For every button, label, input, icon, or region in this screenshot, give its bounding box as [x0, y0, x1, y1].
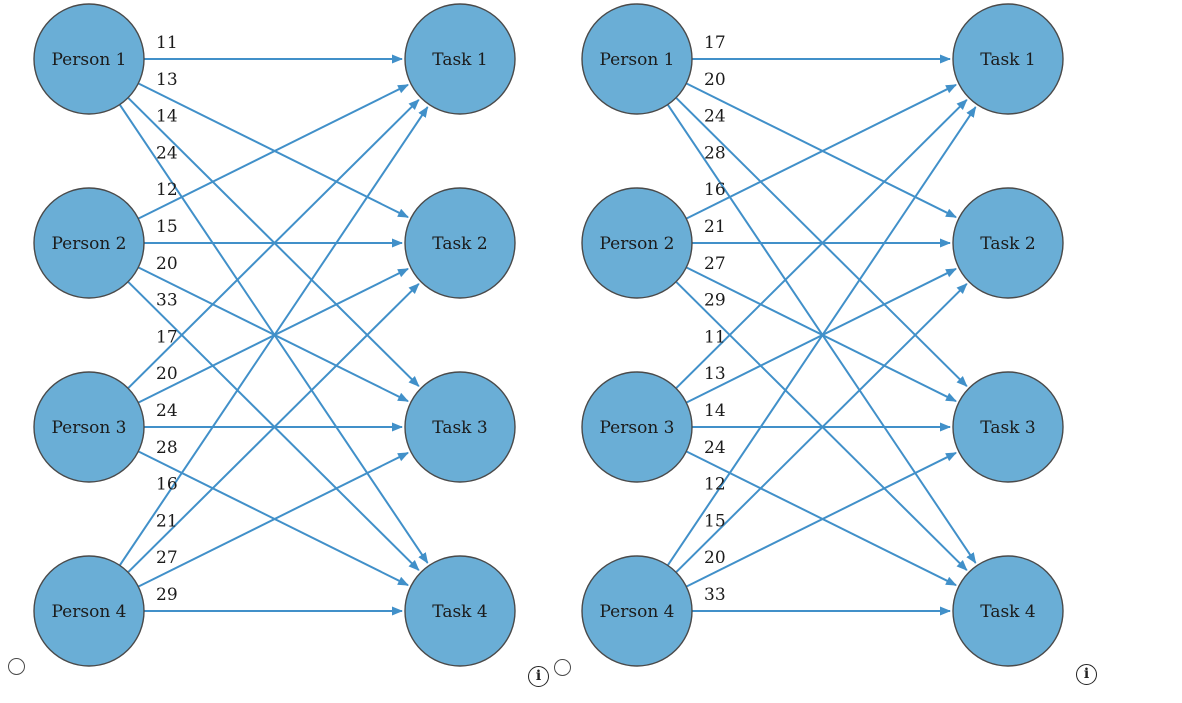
node-person-2: [581, 187, 693, 299]
edge-person2-task3: [685, 266, 957, 403]
edge-weight-person3-task2: 20: [156, 364, 178, 384]
edge-weight-person1-task3: 24: [704, 107, 726, 127]
node-task-2: [952, 187, 1064, 299]
diagram-left: 11 13 14 24 12 15 20 33 17 20 24 28 16 21 27 29 Person 1…: [33, 3, 516, 667]
edge-person4-task3: [137, 451, 409, 588]
edge-person4-task1: [118, 106, 429, 566]
edge-weight-person2-task4: 29: [704, 291, 726, 311]
edge-weight-person3-task2: 13: [704, 364, 726, 384]
node-task-label: Task 1: [432, 50, 487, 70]
node-person-3: [581, 371, 693, 483]
edge-weight-person4-task2: 21: [156, 511, 178, 531]
edge-weight-person3-task4: 24: [704, 438, 726, 458]
node-task-label: Task 4: [980, 602, 1035, 622]
node-task-label: Task 3: [432, 418, 487, 438]
edge-person4-task3: [685, 451, 957, 588]
edge-weight-person3-task1: 11: [704, 327, 726, 347]
edge-weight-person4-task2: 15: [704, 511, 726, 531]
node-task-label: Task 1: [980, 50, 1035, 70]
edge-person1-task2: [137, 82, 409, 219]
edge-person2-task3: [137, 266, 409, 403]
node-person-label: Person 2: [600, 234, 675, 254]
edge-person1-task2: [685, 82, 957, 219]
node-task-label: Task 2: [432, 234, 487, 254]
node-person-label: Person 1: [600, 50, 675, 70]
edge-weight-person4-task4: 29: [156, 585, 178, 605]
edge-weight-person2-task1: 12: [156, 180, 178, 200]
node-person-label: Person 4: [600, 602, 675, 622]
node-person-label: Person 3: [52, 418, 127, 438]
edge-person3-task1: [127, 99, 420, 390]
answer-radio-left-diagram[interactable]: [8, 658, 25, 675]
edge-weight-person3-task3: 24: [156, 401, 178, 421]
edge-weight-person3-task3: 14: [704, 401, 726, 421]
edge-weight-person1-task2: 20: [704, 70, 726, 90]
edge-weight-person2-task1: 16: [704, 180, 726, 200]
edge-weight-person2-task3: 27: [704, 254, 726, 274]
edge-weight-person3-task1: 17: [156, 327, 178, 347]
edge-person4-task2: [127, 283, 420, 574]
edge-weight-person4-task4: 33: [704, 585, 726, 605]
edge-weight-person1-task4: 28: [704, 143, 726, 163]
edge-weight-person1-task1: 17: [704, 33, 726, 53]
node-task-1: [404, 3, 516, 115]
node-task-1: [952, 3, 1064, 115]
edge-person1-task3: [675, 96, 968, 387]
edge-person1-task3: [127, 96, 420, 387]
edge-weight-person2-task4: 33: [156, 291, 178, 311]
answer-radio-right-diagram[interactable]: [554, 659, 571, 676]
edge-person3-task4: [137, 450, 409, 587]
edge-person4-task1: [666, 106, 977, 566]
edge-person2-task4: [127, 280, 420, 571]
node-person-label: Person 1: [52, 50, 127, 70]
edge-weight-person1-task1: 11: [156, 33, 178, 53]
node-task-4: [404, 555, 516, 667]
node-person-1: [581, 3, 693, 115]
edge-weight-person1-task2: 13: [156, 70, 178, 90]
edge-person2-task1: [685, 83, 957, 220]
edge-weight-person4-task1: 16: [156, 475, 178, 495]
node-person-1: [33, 3, 145, 115]
edge-weight-person1-task3: 14: [156, 107, 178, 127]
node-task-2: [404, 187, 516, 299]
edge-person3-task4: [685, 450, 957, 587]
edge-weight-person2-task2: 21: [704, 217, 726, 237]
node-person-3: [33, 371, 145, 483]
edge-weight-person2-task3: 20: [156, 254, 178, 274]
edge-weight-person1-task4: 24: [156, 143, 178, 163]
node-task-3: [404, 371, 516, 483]
edge-person4-task2: [675, 283, 968, 574]
edge-weight-person4-task1: 12: [704, 475, 726, 495]
edge-weight-person3-task4: 28: [156, 438, 178, 458]
edge-weight-person4-task3: 27: [156, 548, 178, 568]
node-task-3: [952, 371, 1064, 483]
node-task-label: Task 2: [980, 234, 1035, 254]
edge-weight-person2-task2: 15: [156, 217, 178, 237]
edge-person2-task4: [675, 280, 968, 571]
node-task-label: Task 3: [980, 418, 1035, 438]
edge-person3-task1: [675, 99, 968, 390]
node-task-label: Task 4: [432, 602, 487, 622]
edge-weight-person4-task3: 20: [704, 548, 726, 568]
node-person-4: [581, 555, 693, 667]
edge-person2-task1: [137, 83, 409, 220]
node-person-label: Person 4: [52, 602, 127, 622]
info-icon-right[interactable]: i: [1076, 664, 1097, 685]
node-task-4: [952, 555, 1064, 667]
diagram-right: 17 20 24 28 16 21 27 29 11 13 14 24 12 15 20 33 Person 1…: [581, 3, 1064, 667]
node-person-label: Person 3: [600, 418, 675, 438]
info-icon-left[interactable]: i: [528, 666, 549, 687]
node-person-4: [33, 555, 145, 667]
node-person-2: [33, 187, 145, 299]
node-person-label: Person 2: [52, 234, 127, 254]
